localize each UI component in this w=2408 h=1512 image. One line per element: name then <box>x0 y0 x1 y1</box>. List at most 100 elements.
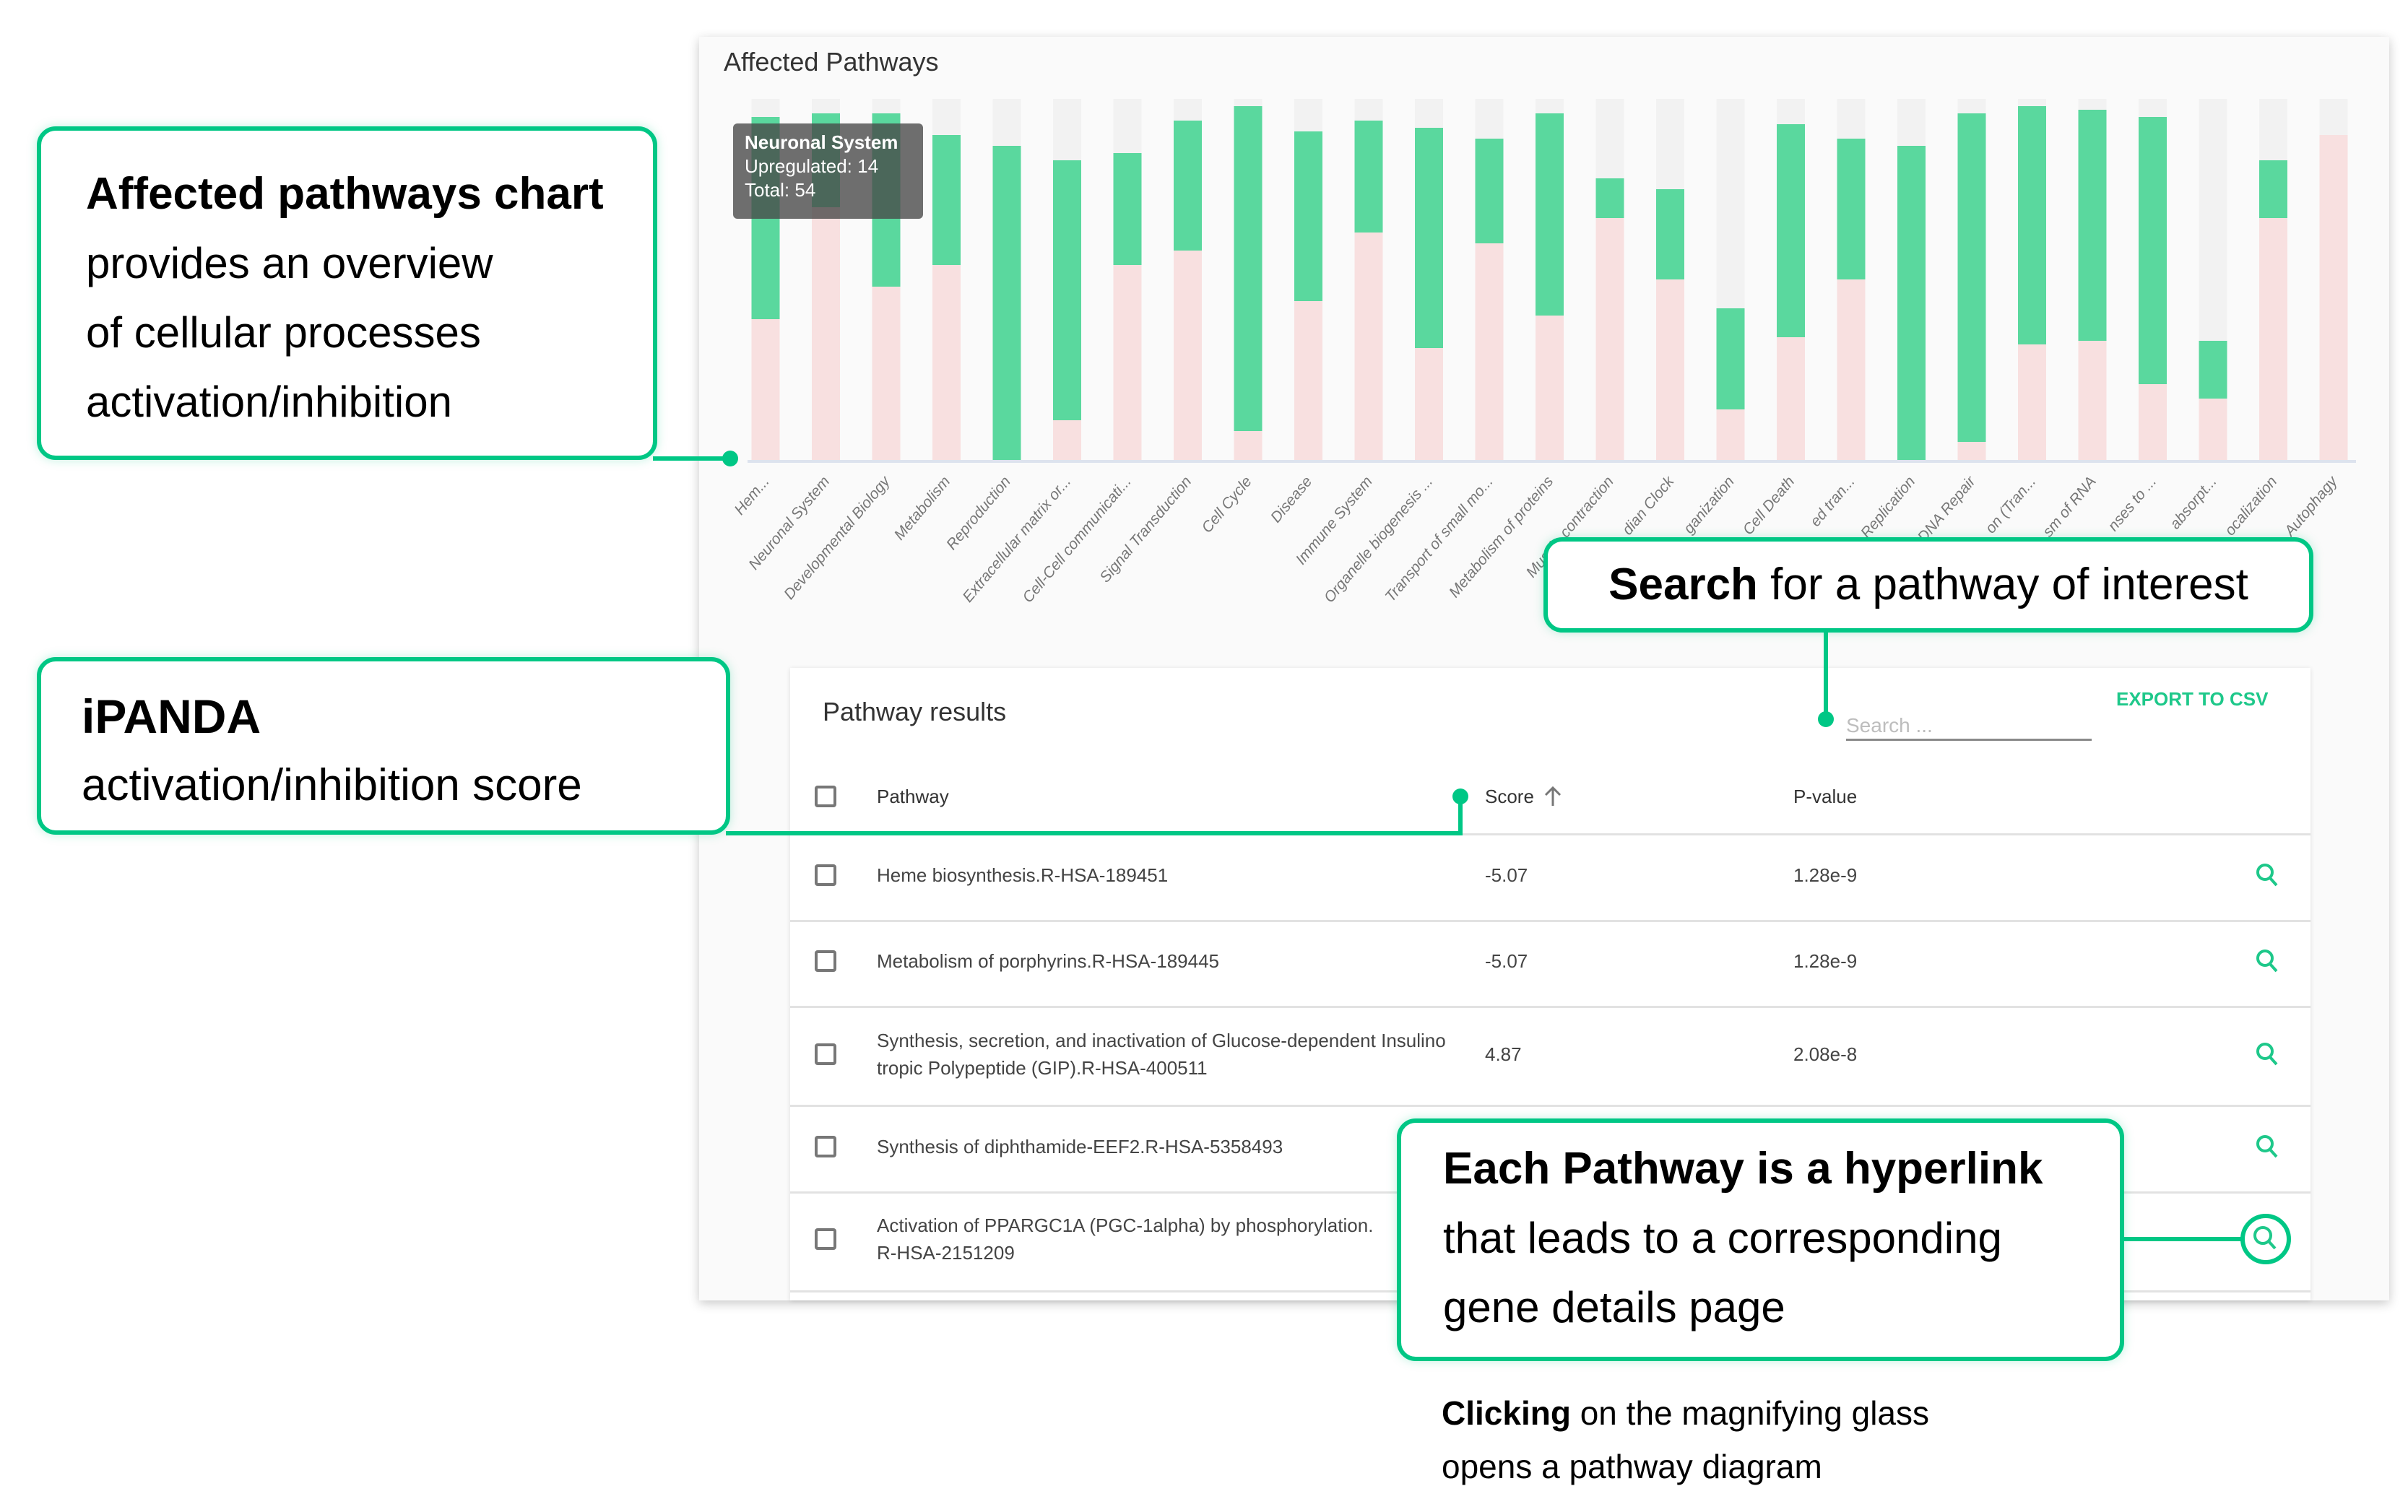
bar-segment-pink[interactable] <box>1415 348 1443 460</box>
bar-segment-upregulated[interactable] <box>1234 106 1263 431</box>
search-input[interactable] <box>1846 713 2092 741</box>
connector-line <box>2122 1237 2243 1241</box>
export-csv-button[interactable]: EXPORT TO CSV <box>2116 688 2269 710</box>
bar-segment-upregulated[interactable] <box>992 146 1021 460</box>
column-header-score[interactable]: Score <box>1485 786 1562 808</box>
bar-segment-pink[interactable] <box>2199 399 2227 460</box>
bar-segment-pink[interactable] <box>1957 442 1986 460</box>
row-checkbox[interactable] <box>815 864 836 886</box>
row-checkbox[interactable] <box>815 1043 836 1065</box>
pathway-link[interactable]: Metabolism of porphyrins.R-HSA-189445 <box>877 950 1219 972</box>
bar-segment-pink[interactable] <box>1716 409 1745 460</box>
bar-segment-upregulated[interactable] <box>1113 153 1142 265</box>
tooltip-total-label: Total: <box>745 179 790 201</box>
x-tick-label: Hem... <box>731 473 772 518</box>
bar-segment-pink[interactable] <box>1053 420 1081 460</box>
bar-segment-pink[interactable] <box>1234 431 1263 460</box>
bar-segment-upregulated[interactable] <box>2259 160 2287 218</box>
arrow-up-icon[interactable] <box>1543 786 1562 807</box>
connector-line <box>1824 631 1828 719</box>
row-checkbox[interactable] <box>815 1136 836 1157</box>
callout-score: iPANDA activation/inhibition score <box>37 657 730 835</box>
bar-segment-pink[interactable] <box>932 265 961 460</box>
bar-segment-pink[interactable] <box>2259 218 2287 460</box>
bar-segment-upregulated[interactable] <box>932 135 961 265</box>
bar-segment-pink[interactable] <box>2139 384 2167 460</box>
bar-segment-pink[interactable] <box>1777 337 1805 460</box>
bar-segment-upregulated[interactable] <box>2199 341 2227 399</box>
pathway-link[interactable]: Heme biosynthesis.R-HSA-189451 <box>877 864 1169 886</box>
bar-segment-upregulated[interactable] <box>1475 139 1504 243</box>
callout-chart: Affected pathways chart provides an over… <box>37 126 657 460</box>
x-tick-label: Disease <box>1268 473 1315 526</box>
chart-tooltip: Neuronal System Upregulated: 14 Total: 5… <box>733 123 923 219</box>
bar-segment-upregulated[interactable] <box>1294 131 1322 301</box>
callout-chart-line: activation/inhibition <box>86 378 452 426</box>
select-all-checkbox[interactable] <box>815 786 836 807</box>
connector-line <box>1458 796 1463 835</box>
bar-segment-pink[interactable] <box>1536 316 1564 460</box>
bar-segment-pink[interactable] <box>1294 301 1322 460</box>
bar-segment-upregulated[interactable] <box>1957 113 1986 442</box>
bar-segment-upregulated[interactable] <box>1716 308 1745 409</box>
callout-search-rest: for a pathway of interest <box>1757 560 2248 609</box>
row-checkbox[interactable] <box>815 950 836 972</box>
pathway-link[interactable]: Synthesis, secretion, and inactivation o… <box>877 1030 1446 1079</box>
x-tick-label: Replication <box>1858 473 1918 541</box>
x-tick-label: DNA Repair <box>1915 473 1980 546</box>
bar-segment-pink[interactable] <box>1354 233 1383 460</box>
row-checkbox[interactable] <box>815 1228 836 1250</box>
bar-segment-pink[interactable] <box>1475 243 1504 460</box>
bar-segment-upregulated[interactable] <box>1354 121 1383 233</box>
bar-segment-upregulated[interactable] <box>2078 110 2107 341</box>
bar-segment-pink[interactable] <box>2078 341 2107 460</box>
bar-segment-upregulated[interactable] <box>1595 178 1624 218</box>
pathway-link[interactable]: Synthesis of diphthamide-EEF2.R-HSA-5358… <box>877 1136 1283 1157</box>
callout-search: Search for a pathway of interest <box>1543 537 2313 633</box>
caption-rest: on the magnifying glass <box>1570 1394 1930 1432</box>
magnifier-icon[interactable] <box>2253 947 2282 976</box>
bar-segment-pink[interactable] <box>812 207 840 460</box>
bar-segment-upregulated[interactable] <box>1897 146 1926 460</box>
bar-segment-pink[interactable] <box>872 287 901 460</box>
callout-hyperlink: Each Pathway is a hyperlink that leads t… <box>1397 1118 2124 1361</box>
bar-segment-upregulated[interactable] <box>1415 128 1443 348</box>
x-tick-label: ganization <box>1681 473 1738 536</box>
column-header-pvalue[interactable]: P-value <box>1793 786 1858 807</box>
callout-hyperlink-line: that leads to a corresponding <box>1443 1214 2002 1262</box>
bar-segment-upregulated[interactable] <box>1837 139 1866 279</box>
bar-segment-upregulated[interactable] <box>1053 160 1081 420</box>
bar-segment-pink[interactable] <box>1595 218 1624 460</box>
callout-search-bold: Search <box>1608 560 1758 609</box>
row-divider <box>790 1105 2310 1107</box>
magnifier-icon[interactable] <box>2253 1132 2282 1161</box>
bar-segment-upregulated[interactable] <box>1174 121 1202 251</box>
bar-segment-pink[interactable] <box>751 319 780 460</box>
bar-segment-pink[interactable] <box>1656 279 1684 460</box>
magnifier-icon[interactable] <box>2253 1040 2282 1069</box>
bar-segment-upregulated[interactable] <box>1777 124 1805 337</box>
x-tick-label: Extracellular matrix or... <box>959 473 1074 605</box>
tooltip-title: Neuronal System <box>745 131 898 153</box>
pathway-link[interactable]: Activation of PPARGC1A (PGC-1alpha) by p… <box>877 1215 1374 1264</box>
bar-segment-pink[interactable] <box>1837 279 1866 460</box>
callout-chart-line: of cellular processes <box>86 308 481 357</box>
bar-segment-upregulated[interactable] <box>1536 113 1564 316</box>
bar-segment-pink[interactable] <box>2319 135 2348 460</box>
pvalue-value: 1.28e-9 <box>1793 864 1858 886</box>
x-tick-label: Developmental Biology <box>781 472 894 602</box>
bar-segment-pink[interactable] <box>2018 344 2046 460</box>
score-value: 4.87 <box>1485 1043 1522 1065</box>
bar-segment-upregulated[interactable] <box>2018 106 2046 344</box>
header-divider <box>790 833 2310 835</box>
bar-segment-upregulated[interactable] <box>2139 117 2167 384</box>
bar-segment-upregulated[interactable] <box>1656 189 1684 279</box>
row-divider <box>790 1006 2310 1008</box>
column-header-pathway[interactable]: Pathway <box>877 786 949 807</box>
bar-segment-pink[interactable] <box>1174 251 1202 460</box>
callout-score-heading: iPANDA <box>82 690 261 743</box>
magnifier-icon[interactable] <box>2245 1218 2287 1260</box>
magnifier-icon[interactable] <box>2253 861 2282 890</box>
bar-segment-pink[interactable] <box>1113 265 1142 460</box>
x-tick-label: Cell Death <box>1740 473 1798 538</box>
